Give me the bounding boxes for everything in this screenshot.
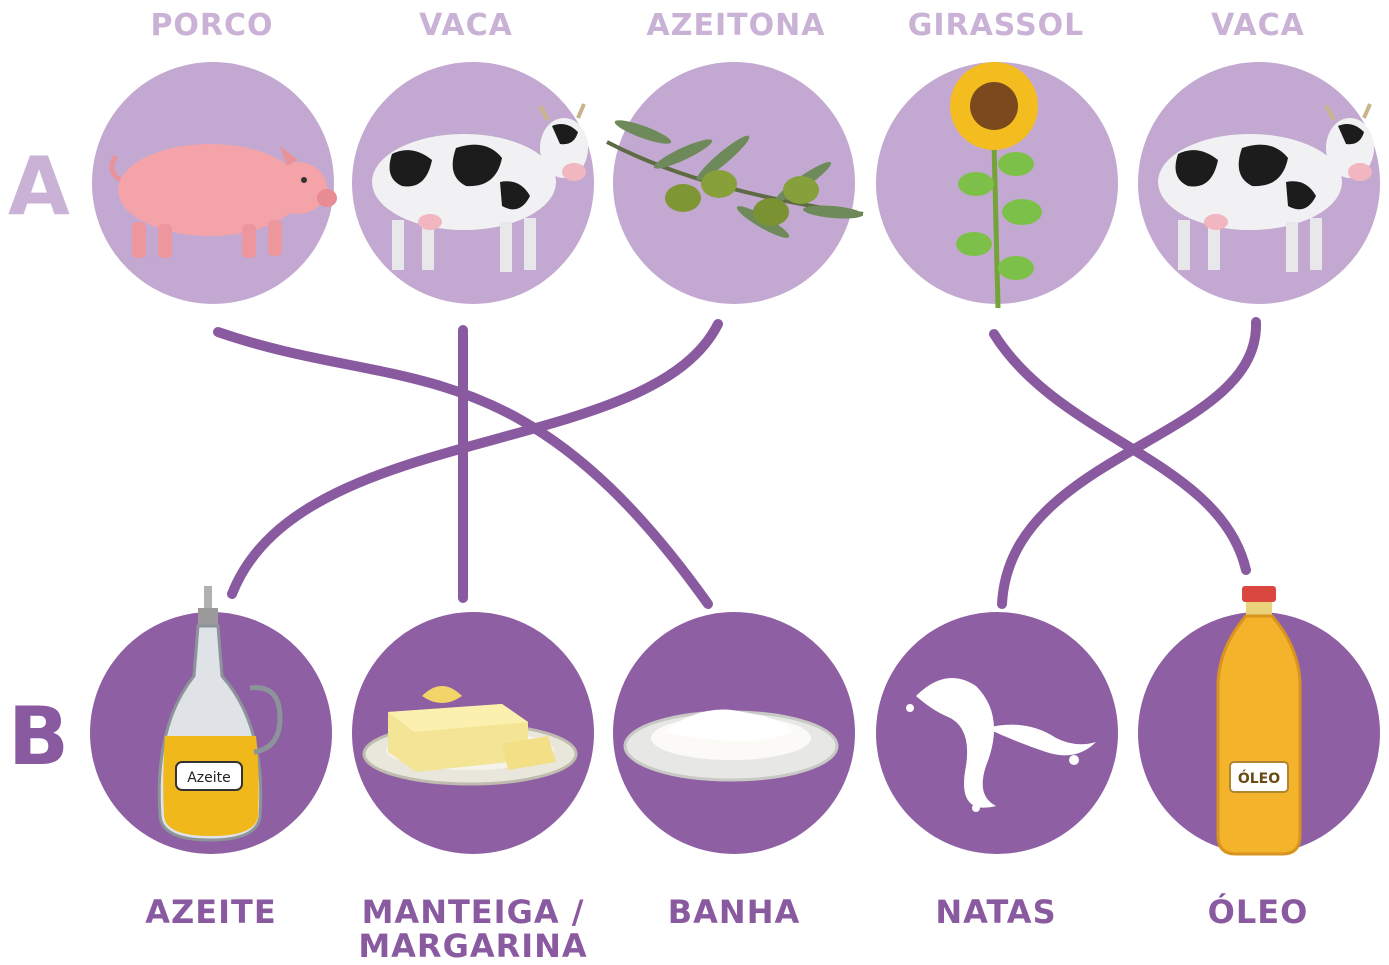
bottom-label-manteiga: MANTEIGA / MARGARINA [343, 895, 603, 963]
butter-plate-icon [352, 612, 594, 854]
oleo-tag: ÓLEO [1238, 769, 1280, 787]
bottom-label-banha: BANHA [604, 895, 864, 929]
bottom-circle-azeite[interactable]: Azeite [90, 612, 332, 854]
bottom-label-oleo: ÓLEO [1128, 895, 1388, 929]
link-azeitona-azeite[interactable] [232, 324, 718, 594]
oil-bottle-icon: ÓLEO [1138, 586, 1380, 876]
bottom-circle-oleo[interactable]: ÓLEO [1138, 612, 1380, 854]
bottom-circle-natas[interactable] [876, 612, 1118, 854]
link-vaca-natas[interactable] [1002, 322, 1256, 604]
lard-plate-icon [613, 612, 855, 854]
bottom-label-azeite: AZEITE [81, 895, 341, 929]
azeite-tag: Azeite [187, 770, 231, 786]
bottom-circle-banha[interactable] [613, 612, 855, 854]
bottom-circle-manteiga[interactable] [352, 612, 594, 854]
cream-splash-icon [876, 612, 1118, 854]
olive-oil-jug-icon: Azeite [90, 586, 332, 846]
bottom-label-natas: NATAS [866, 895, 1126, 929]
